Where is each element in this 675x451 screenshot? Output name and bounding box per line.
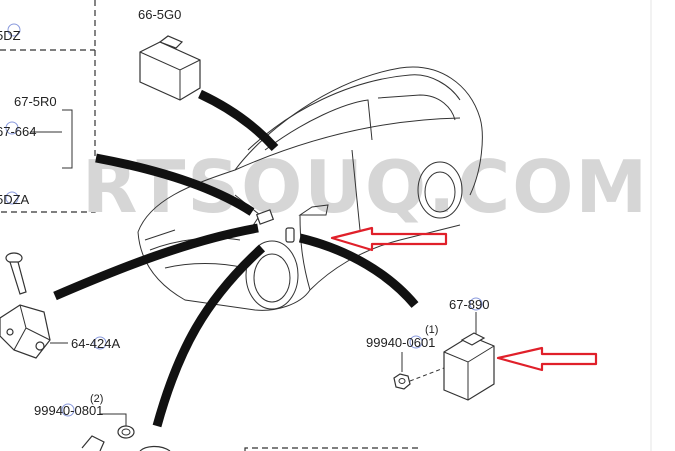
bottom-part-fragment (81, 435, 105, 451)
ref-circle (409, 335, 423, 349)
control-module-67-890 (443, 312, 495, 401)
label-64-424a: 64-424A (71, 336, 120, 351)
ref-circle (5, 121, 19, 135)
leader-lines (53, 89, 419, 428)
label-box-top: 5DZ (0, 28, 21, 43)
label-67-5r0: 67-5R0 (14, 94, 57, 109)
label-99940-0601: 99940-0601 (366, 335, 435, 350)
watermark-text: RTSOUQ.COM (82, 145, 649, 229)
label-qty-2: (2) (90, 393, 103, 405)
ref-circle (5, 191, 19, 205)
dashed-group-box (0, 0, 96, 213)
label-67-890: 67-890 (449, 297, 489, 312)
label-67-664: 67-664 (0, 124, 36, 139)
bolt-part (5, 252, 27, 295)
label-66-5g0: 66-5G0 (138, 7, 181, 22)
red-arrow-car (330, 226, 448, 252)
bottom-part-fragment-2 (139, 445, 171, 451)
nut-99940-0601 (393, 352, 445, 390)
ref-circle (469, 297, 483, 311)
ref-circle (93, 336, 107, 350)
red-arrow-module (496, 346, 598, 372)
ref-circle (7, 23, 21, 37)
bracket-line (62, 109, 73, 169)
ref-circle (61, 403, 75, 417)
label-99940-0801: 99940-0801 (34, 403, 103, 418)
sensor-module-66-5g0 (139, 35, 201, 101)
label-qty-1: (1) (425, 324, 438, 336)
label-box-bottom: 5DZA (0, 192, 30, 207)
washer-99940-0801 (100, 413, 135, 439)
dashed-bottom-box (244, 447, 420, 451)
bracket-64-424a (0, 304, 68, 359)
